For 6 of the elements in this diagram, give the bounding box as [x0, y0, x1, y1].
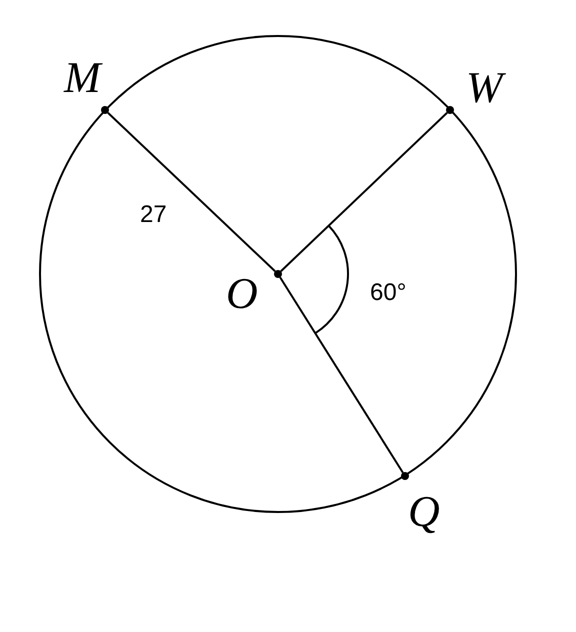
radius-line — [280, 112, 448, 272]
point-label: O — [226, 272, 258, 316]
radius-line — [279, 276, 404, 474]
point-label: Q — [408, 490, 440, 534]
point-label: M — [64, 56, 101, 100]
radius-line — [107, 112, 276, 272]
